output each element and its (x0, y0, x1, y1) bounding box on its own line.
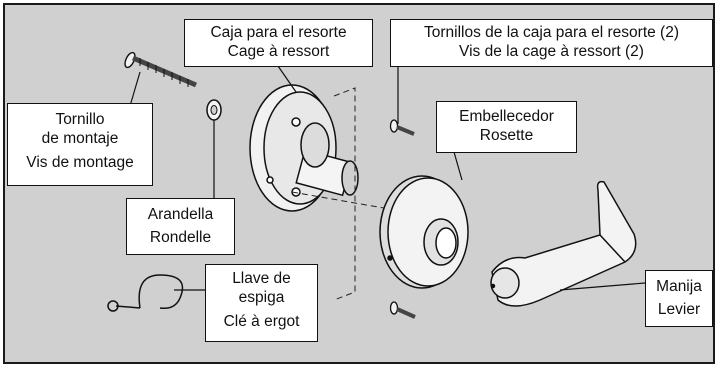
spring-cage (249, 84, 359, 212)
label-spring-cage: Caja para el resorte Cage à ressort (184, 19, 373, 67)
label-spring-cage-fr: Cage à ressort (227, 43, 330, 60)
label-cage-screws-es: Tornillos de la caja para el resorte (2) (423, 24, 679, 41)
label-spanner-wrench-es2: espiga (238, 289, 285, 306)
label-lever-es: Manija (656, 278, 702, 295)
washer (206, 99, 222, 121)
lever (490, 180, 637, 307)
label-mounting-screw-es2: de montaje (41, 130, 119, 147)
label-spanner-wrench-fr: Clé à ergot (223, 313, 300, 330)
label-spanner-wrench: Llave de espiga Clé à ergot (205, 264, 318, 342)
rose (379, 175, 469, 289)
label-cage-screws: Tornillos de la caja para el resorte (2)… (390, 19, 713, 67)
label-lever: Manija Levier (645, 270, 713, 327)
leader-lines (129, 65, 646, 291)
label-spanner-wrench-es1: Llave de (232, 270, 291, 287)
label-washer-fr: Rondelle (149, 229, 212, 246)
label-mounting-screw-fr: Vis de montage (26, 154, 134, 171)
label-rose-fr: Rosette (479, 127, 534, 144)
label-lever-fr: Levier (657, 301, 701, 318)
label-mounting-screw: Tornillo de montaje Vis de montage (7, 103, 153, 186)
label-rose-es: Embellecedor (459, 108, 554, 125)
label-washer-es: Arandella (147, 206, 214, 223)
assembly-guide-lines (291, 87, 396, 301)
label-cage-screws-fr: Vis de la cage à ressort (2) (459, 43, 644, 60)
mounting-screw (124, 51, 197, 88)
label-rose: Embellecedor Rosette (436, 101, 577, 153)
label-spring-cage-es: Caja para el resorte (210, 24, 347, 41)
label-mounting-screw-es1: Tornillo (55, 111, 105, 128)
cage-screw (389, 119, 415, 136)
label-washer: Arandella Rondelle (126, 198, 235, 255)
cage-screw (389, 301, 416, 319)
spanner-wrench (107, 274, 184, 312)
